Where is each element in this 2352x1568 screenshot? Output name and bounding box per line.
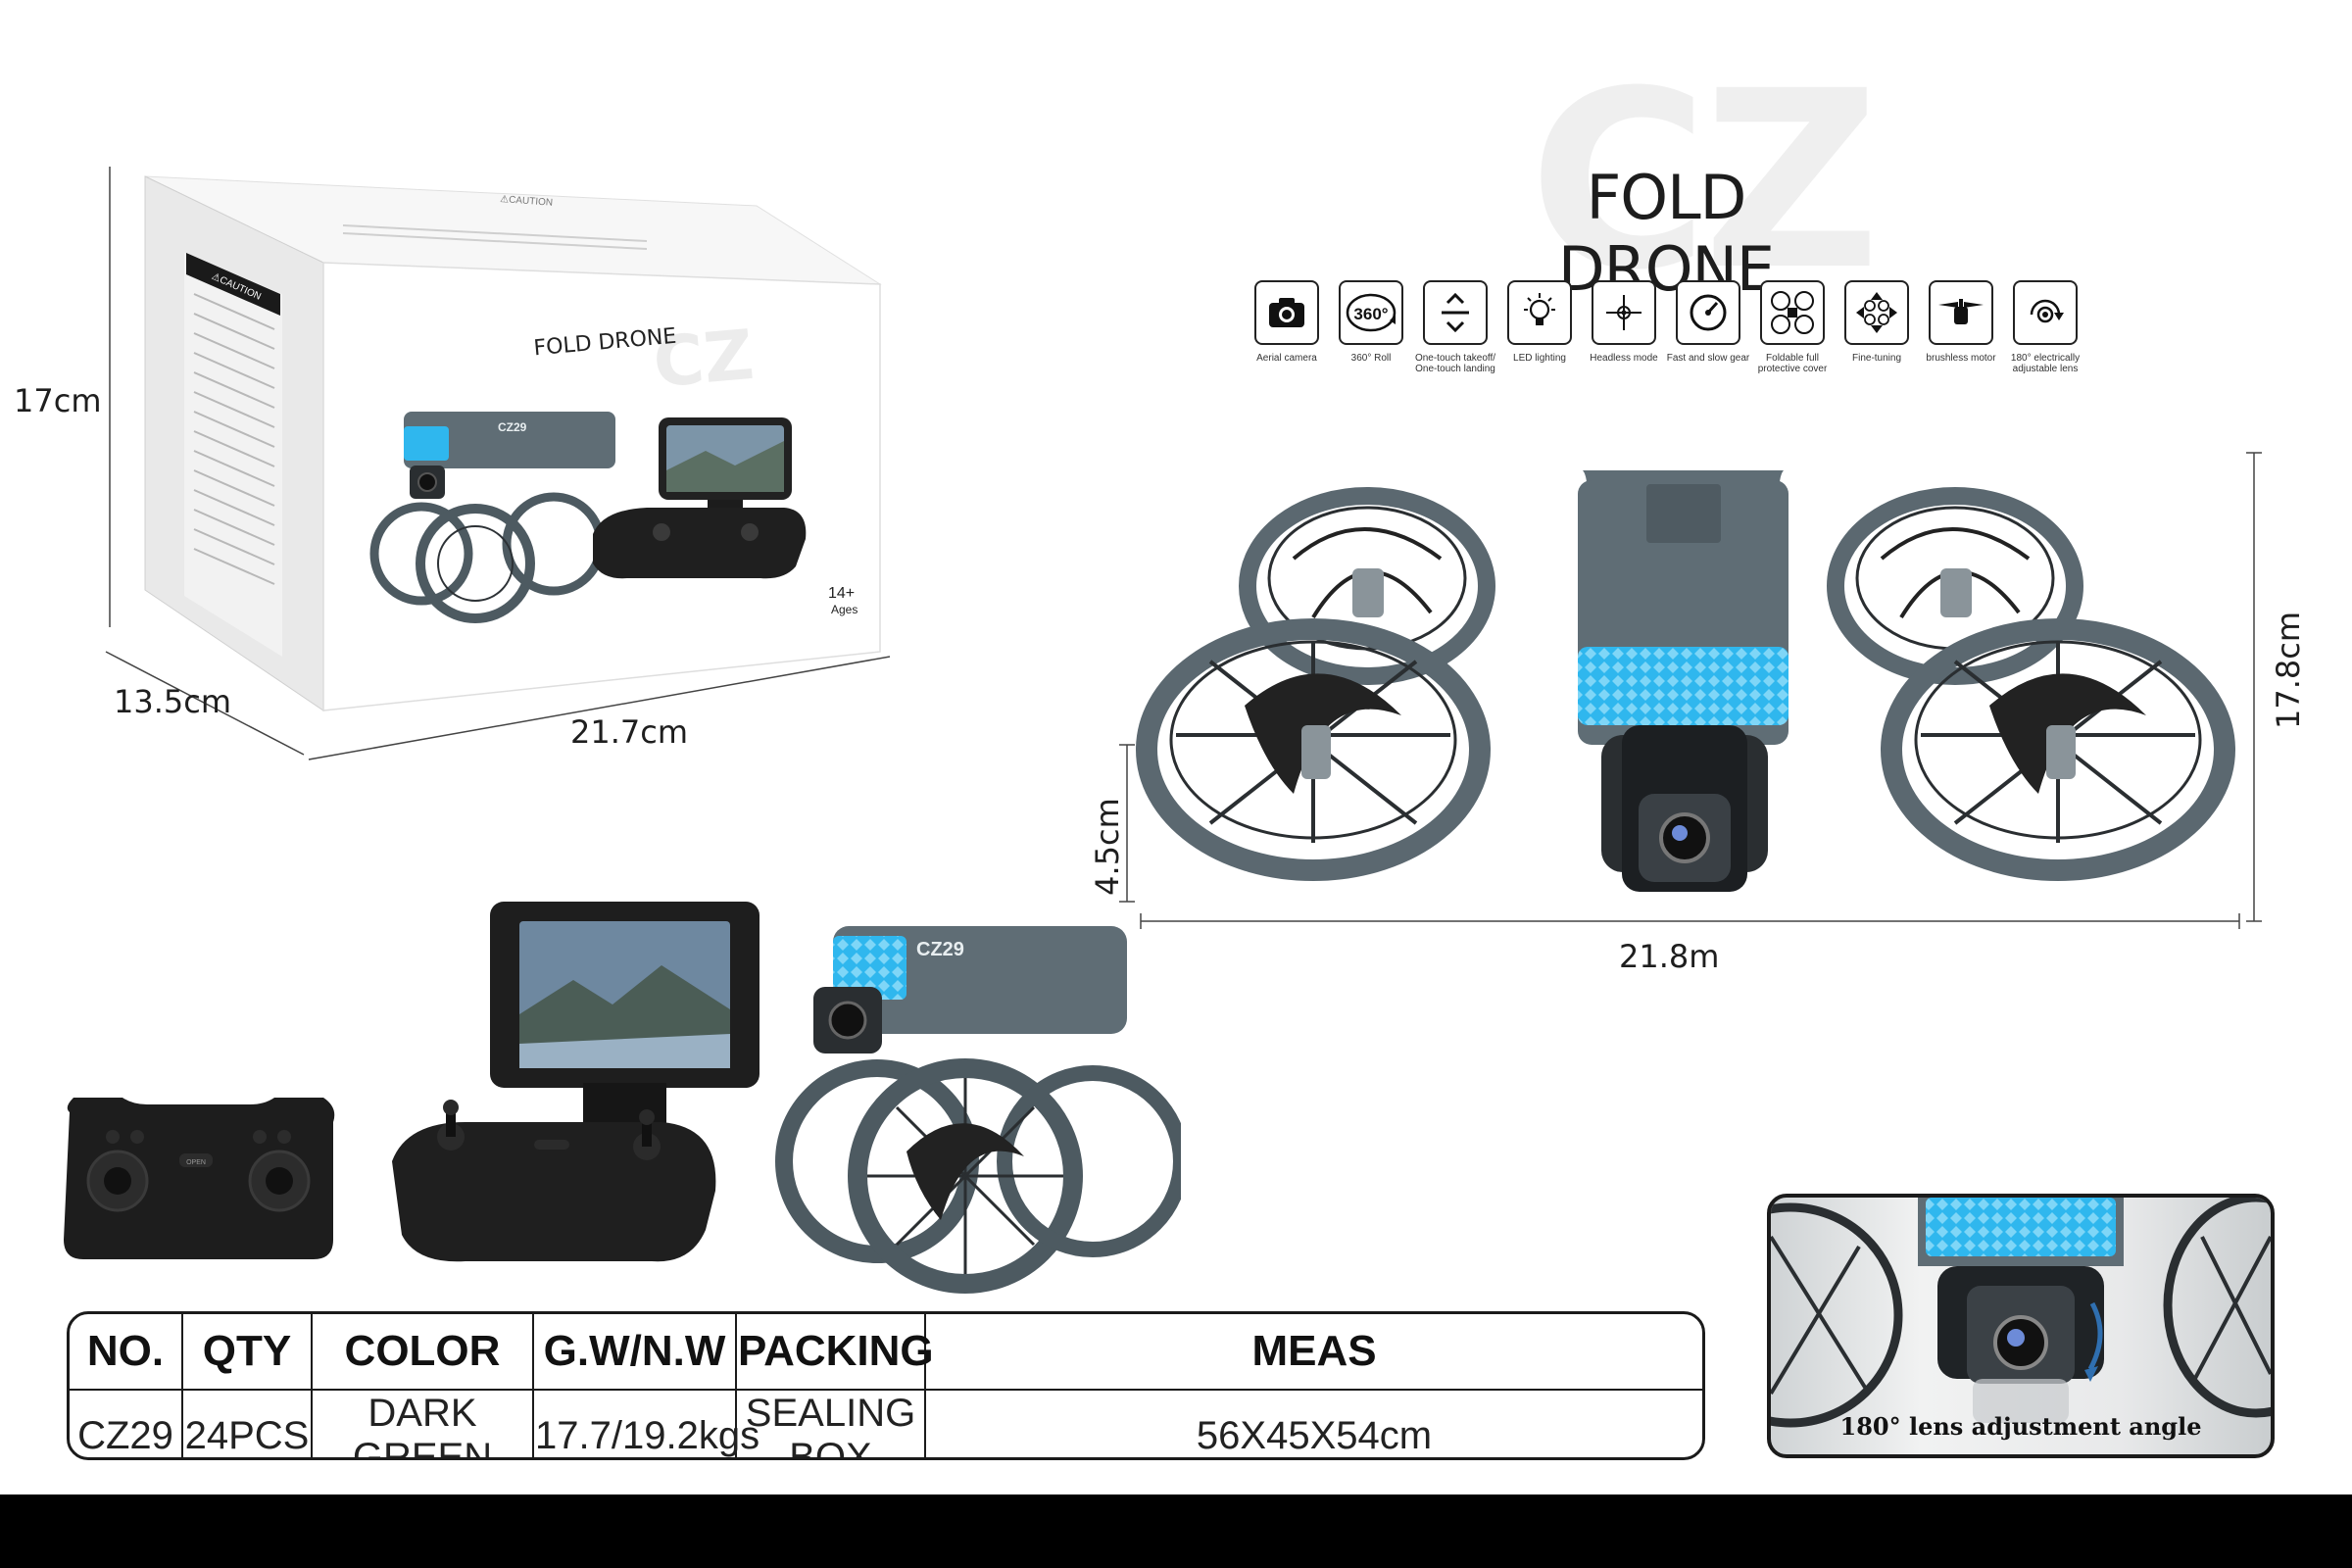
spec-value-color: DARK GREEN [312, 1390, 534, 1457]
feature-label: Fine-tuning [1851, 353, 1902, 364]
bottom-bar [0, 1494, 2352, 1568]
box-width-label: 21.7cm [570, 713, 689, 751]
spec-header-row: NO. QTY COLOR G.W/N.W PACKING MEAS [70, 1314, 1702, 1391]
spec-value-weight: 17.7/19.2kgs [533, 1390, 760, 1457]
rear-left-propeller-guard [1239, 487, 1495, 685]
box-top-caution: ⚠CAUTION [500, 194, 554, 209]
brushless-motor-icon [1929, 280, 1993, 345]
feature-item: 360° 360° Roll [1329, 280, 1413, 374]
feature-label: One-touch takeoff/ One-touch landing [1414, 353, 1496, 374]
headless-mode-icon [1592, 280, 1656, 345]
feature-item: brushless motor [1919, 280, 2003, 374]
spec-header-packing: PACKING [736, 1314, 934, 1391]
feature-item: LED lighting [1497, 280, 1582, 374]
box-drone-image: CZ29 [369, 412, 615, 623]
box-drone-logo: CZ29 [498, 420, 527, 434]
background-logo: CZ [1529, 38, 1881, 323]
spec-header-qty: QTY [182, 1314, 313, 1391]
inset-guard-spokes [1771, 1235, 2271, 1396]
feature-item: Fine-tuning [1835, 280, 1919, 374]
drone-body [1578, 470, 1788, 745]
product-box-illustration: ⚠CAUTION ⚠CAUTION CZ FOLD DRONE CZ29 [105, 167, 891, 760]
feature-item: Headless mode [1582, 280, 1666, 374]
fine-tuning-icon [1844, 280, 1909, 345]
front-right-propeller-guard [1881, 618, 2235, 881]
box-controller-image [593, 417, 807, 579]
feature-item: 180° electrically adjustable lens [2003, 280, 2087, 374]
speedometer-icon [1676, 280, 1740, 345]
drone-height-label: 4.5cm [1089, 798, 1126, 896]
camera-icon [1254, 280, 1319, 345]
remote-controller-small: OPEN [64, 1098, 335, 1259]
feature-item: One-touch takeoff/ One-touch landing [1413, 280, 1497, 374]
box-caution-header [186, 253, 280, 316]
feature-label: brushless motor [1926, 353, 1996, 364]
spec-table-grid: NO. QTY COLOR G.W/N.W PACKING MEAS CZ29 … [70, 1314, 1702, 1457]
spec-table: NO. QTY COLOR G.W/N.W PACKING MEAS CZ29 … [67, 1311, 1705, 1460]
box-depth-line [105, 651, 305, 756]
drone-width-label: 21.8m [1619, 938, 1720, 975]
inset-rotation-arrow [2087, 1301, 2103, 1371]
feature-label: Fast and slow gear [1666, 353, 1750, 364]
led-light-panel [1578, 647, 1788, 725]
takeoff-landing-icon [1423, 280, 1488, 345]
feature-label: 360° Roll [1350, 353, 1392, 364]
propeller-guard-icon [1760, 280, 1825, 345]
drone-main-illustration [1119, 452, 2262, 929]
lens-adjustment-inset: 180° lens adjustment angle [1767, 1194, 2275, 1458]
box-depth-label: 13.5cm [114, 683, 232, 720]
products-illustration: OPEN CZ29 [64, 902, 1181, 1294]
lens-inset-illustration [1771, 1198, 2271, 1428]
adjustable-lens-icon [2013, 280, 2078, 345]
inset-propeller-guards [1771, 1198, 2271, 1428]
feature-label: Foldable full protective cover [1757, 353, 1828, 374]
feature-item: Foldable full protective cover [1750, 280, 1835, 374]
feature-label: LED lighting [1513, 353, 1566, 364]
folded-drone: CZ29 [775, 926, 1181, 1294]
box-top-text-lines [342, 224, 648, 250]
remote-controller-with-screen [392, 902, 760, 1262]
camera-gimbal [1601, 725, 1768, 892]
inset-lens-glare [2007, 1329, 2025, 1347]
led-bulb-icon [1507, 280, 1572, 345]
feature-label: 180° electrically adjustable lens [2010, 353, 2081, 374]
feature-label: Headless mode [1590, 353, 1658, 364]
box-width-line [308, 656, 891, 760]
inset-led-panel [1926, 1198, 2116, 1256]
feature-label: Aerial camera [1256, 353, 1317, 364]
feature-item: Fast and slow gear [1666, 280, 1750, 374]
drone-depth-label: 17.8cm [2270, 612, 2307, 730]
front-left-propeller-guard [1136, 618, 1491, 881]
box-caution-panel [184, 253, 282, 657]
rotate-360-text: 360° [1353, 305, 1388, 323]
inset-rotation-arrowhead [2084, 1366, 2098, 1382]
feature-list: Aerial camera 360° 360° Roll One-touch t… [1245, 280, 2087, 374]
remote-open-button: OPEN [186, 1159, 206, 1166]
lens-inset-caption: 180° lens adjustment angle [1839, 1412, 2202, 1441]
feature-item: Aerial camera [1245, 280, 1329, 374]
spec-data-row: CZ29 24PCS DARK GREEN 17.7/19.2kgs SEALI… [70, 1390, 1702, 1457]
spec-value-meas: 56X45X54cm [1196, 1413, 1433, 1457]
spec-header-color: COLOR [312, 1314, 534, 1391]
spec-header-no: NO. [70, 1314, 183, 1391]
spec-value-packing: SEALING BOX [736, 1390, 926, 1457]
box-height-label: 17cm [14, 382, 102, 419]
box-age-word: Ages [831, 603, 858, 616]
spec-value-no: CZ29 [70, 1390, 183, 1457]
inset-lens-ghost [1973, 1379, 2069, 1423]
box-age-number: 14+ [828, 585, 855, 602]
spec-header-meas: MEAS [925, 1314, 1702, 1391]
spec-header-weight: G.W/N.W [533, 1314, 737, 1391]
box-brand-watermark: CZ [650, 315, 757, 404]
spec-value-qty: 24PCS [182, 1390, 313, 1457]
rotate-360-icon: 360° [1339, 280, 1403, 345]
box-caution-text-lines [193, 293, 275, 585]
folded-drone-logo: CZ29 [916, 939, 964, 960]
